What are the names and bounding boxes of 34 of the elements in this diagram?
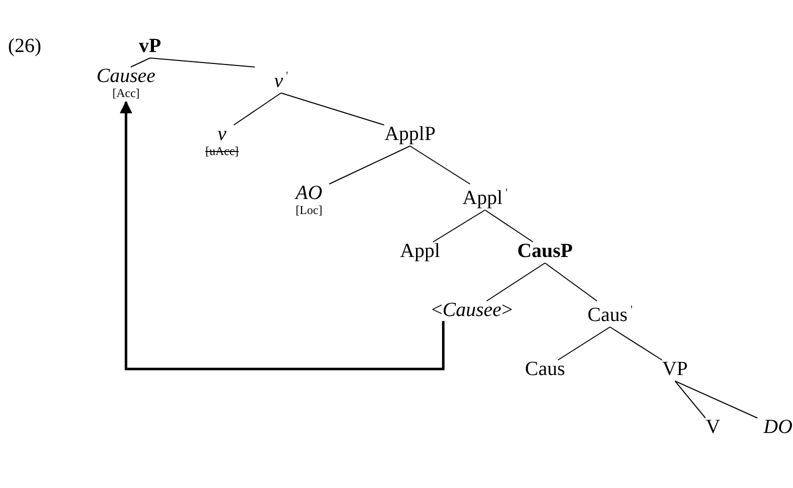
tree-branch [130,58,150,68]
tree-branch [610,326,662,360]
node-label: Appl [400,240,440,262]
tree-branch [674,380,758,418]
tree-branch [674,380,706,418]
tree-branch [233,92,282,126]
node-label: Causee [96,65,156,87]
node-label: AO [296,182,322,204]
tree-branch [432,210,486,242]
node-label: DO [764,416,792,438]
node-label: Caus [525,358,565,380]
tree-branch [544,262,598,302]
feature-label: [Loc] [296,204,322,217]
example-number: (26) [8,35,42,57]
node-label: CausP [517,240,573,262]
tree-branch [328,146,410,184]
node-label: v [216,123,228,145]
node-label: v$^{'}$ [274,69,288,92]
node-label: Appl$^{'}$ [462,186,508,209]
feature-label: [uAcc] [205,145,239,158]
node-label: V [706,416,720,438]
node-label: vP [138,35,162,57]
tree-branch [484,210,534,242]
tree-branch [558,326,610,360]
node-label: Caus$^{'}$ [588,303,632,326]
node-label: ApplP [384,123,436,145]
movement-arrow [120,100,445,370]
tree-branch [486,262,546,302]
feature-label: [Acc] [111,87,141,100]
node-label: <Causee> [431,299,513,321]
tree-branch [150,58,256,68]
node-label: VP [662,358,688,380]
tree-branch [410,146,470,184]
tree-branch [280,92,385,126]
